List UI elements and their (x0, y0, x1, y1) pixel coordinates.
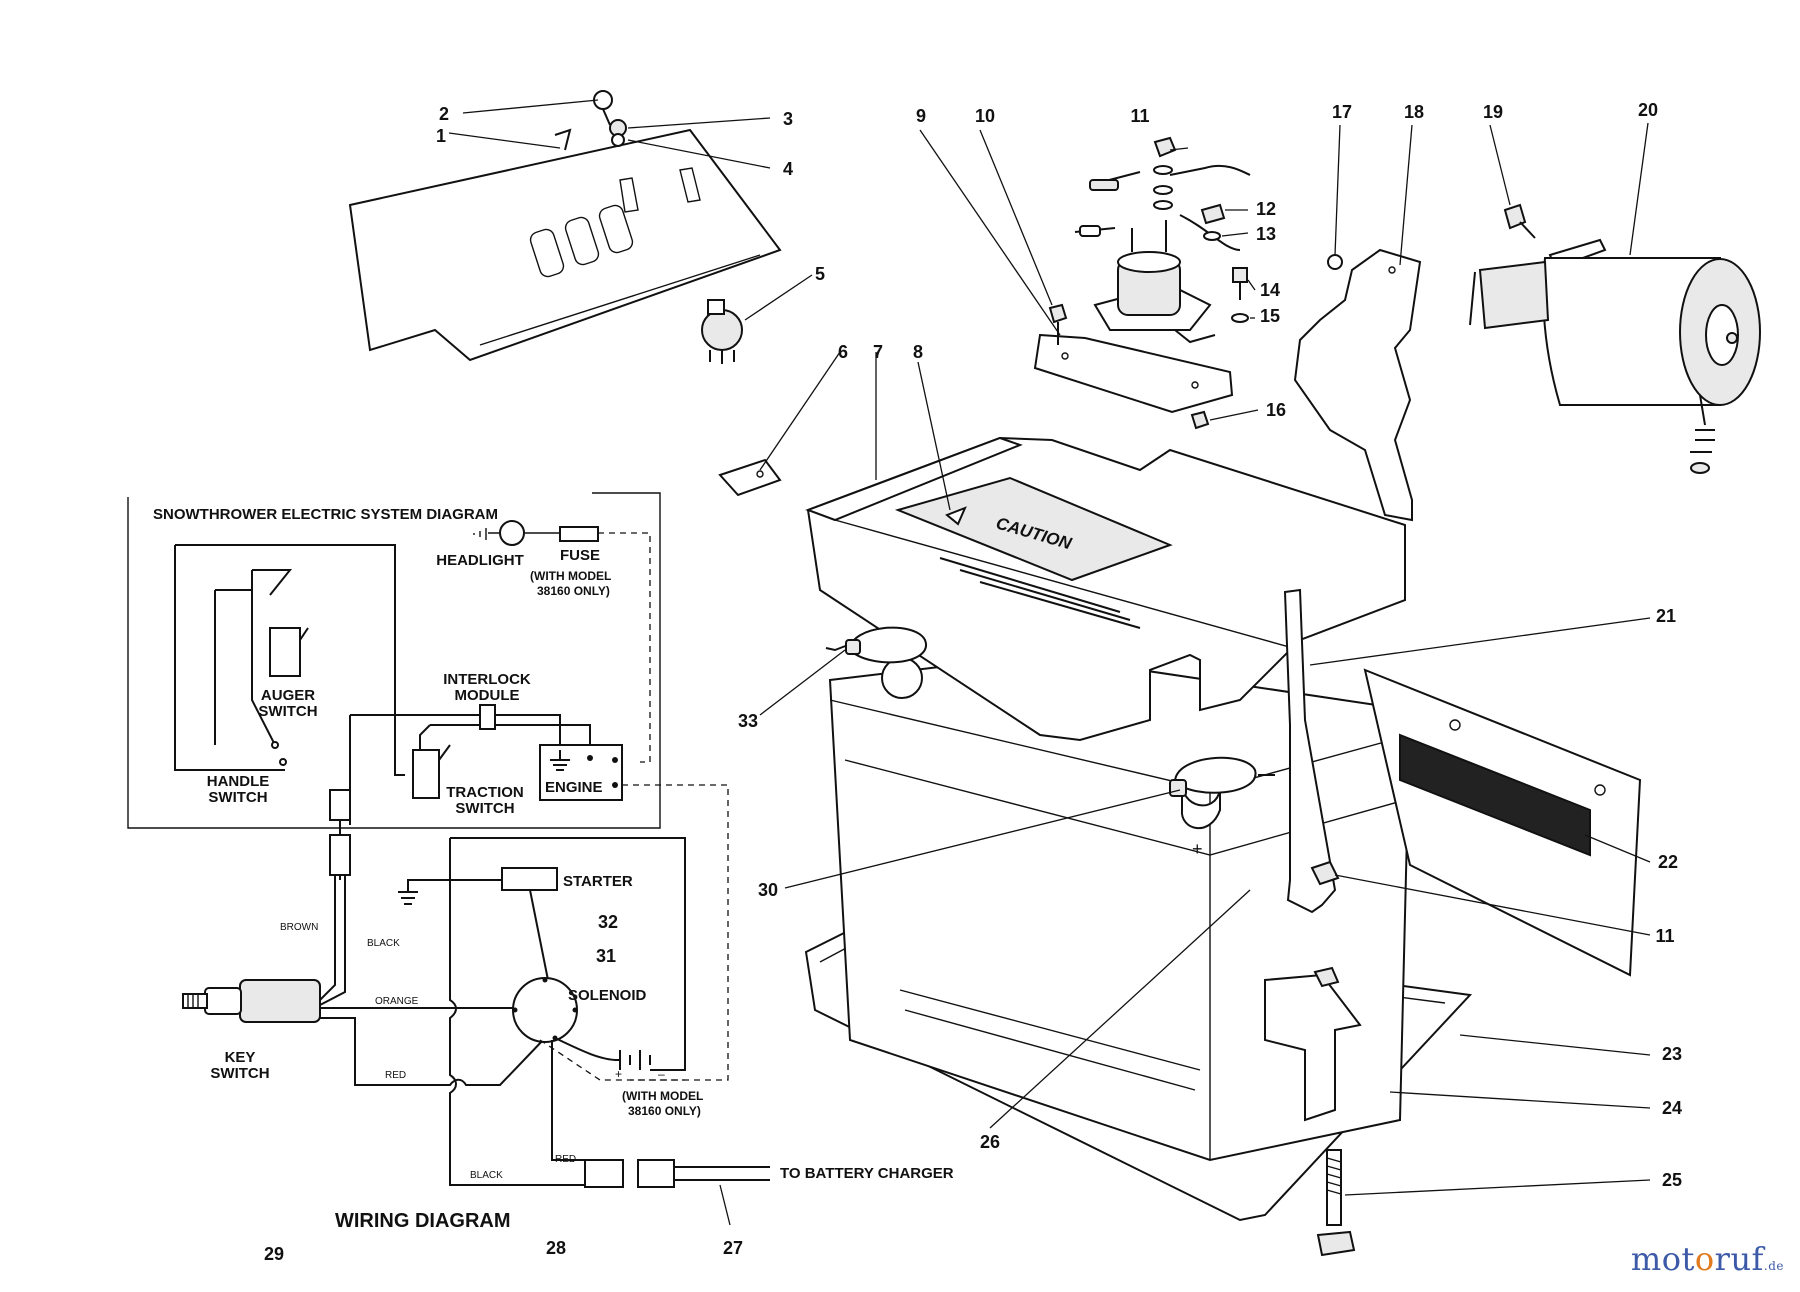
hold-down-strap (1283, 588, 1340, 914)
starter-motor-part (1469, 203, 1761, 474)
callout-30: 30 (758, 880, 778, 900)
starter-label: STARTER (563, 873, 633, 890)
callout-33: 33 (738, 711, 758, 731)
callout-11-right: 11 (1655, 926, 1674, 946)
dash-panel (348, 128, 782, 362)
callout-5: 5 (815, 264, 825, 284)
callout-18: 18 (1404, 102, 1424, 122)
callout-13: 13 (1256, 224, 1276, 244)
callout-15: 15 (1260, 306, 1280, 326)
callout-9: 9 (916, 106, 926, 126)
callout-31: 31 (596, 946, 616, 966)
callout-1: 1 (436, 126, 446, 146)
wire-brown: BROWN (280, 922, 318, 933)
callout-20: 20 (1638, 100, 1658, 120)
battery-note-2: 38160 ONLY) (628, 1104, 701, 1118)
callout-3: 3 (783, 109, 793, 129)
key-switch-label-2: SWITCH (210, 1065, 269, 1082)
callout-10: 10 (975, 106, 995, 126)
callout-29: 29 (264, 1244, 284, 1264)
ignition-key (554, 90, 627, 151)
callout-23: 23 (1662, 1044, 1682, 1064)
bracket-part (1293, 248, 1422, 522)
battery-cables (825, 626, 1275, 797)
wire-red-2: RED (555, 1154, 576, 1165)
callout-14: 14 (1260, 280, 1280, 300)
headlight-label: HEADLIGHT (436, 552, 524, 569)
battery-cover (805, 436, 1406, 742)
loose-clip (718, 458, 782, 497)
traction-label-2: SWITCH (455, 800, 514, 817)
side-panel (1363, 668, 1642, 977)
callout-leaders (448, 99, 1651, 1226)
callout-24: 24 (1662, 1098, 1682, 1118)
wire-black: BLACK (367, 938, 400, 949)
wire-black-2: BLACK (470, 1170, 503, 1181)
key-switch-part (701, 299, 743, 364)
callout-17: 17 (1332, 102, 1352, 122)
callout-12: 12 (1256, 199, 1276, 219)
callout-32: 32 (598, 912, 618, 932)
terminal-hardware (1048, 136, 1251, 430)
solenoid-label: SOLENOID (568, 987, 647, 1004)
battery-note-1: (WITH MODEL (622, 1089, 703, 1103)
callout-16: 16 (1266, 400, 1286, 420)
motoruf-watermark: motoruf.de (1630, 1240, 1784, 1278)
electric-system-diagram: SNOWTHROWER ELECTRIC SYSTEM DIAGRAM HEAD… (127, 492, 729, 1081)
handle-label-1: HANDLE (207, 773, 270, 790)
fuse-note-2: 38160 ONLY) (537, 584, 610, 598)
callout-28: 28 (546, 1238, 566, 1258)
battery-plus-sign: + (615, 1067, 622, 1081)
interlock-label-1: INTERLOCK (443, 671, 531, 688)
auger-switch-label-1: AUGER (261, 687, 315, 704)
solenoid-mount-plate (1033, 333, 1234, 414)
wire-red: RED (385, 1070, 406, 1081)
callout-26: 26 (980, 1132, 1000, 1152)
callout-2: 2 (439, 104, 449, 124)
engine-label: ENGINE (545, 779, 603, 796)
handle-label-2: SWITCH (208, 789, 267, 806)
callout-22: 22 (1658, 852, 1678, 872)
solenoid-part (1093, 220, 1216, 344)
callout-6: 6 (838, 342, 848, 362)
callout-21: 21 (1656, 606, 1676, 626)
callout-numbers: 1 2 3 4 5 6 7 8 9 10 11 12 13 14 15 16 1… (264, 100, 1682, 1264)
fuse-note-1: (WITH MODEL (530, 569, 611, 583)
battery-minus: – (658, 1067, 665, 1081)
wire-orange: ORANGE (375, 996, 419, 1007)
callout-25: 25 (1662, 1170, 1682, 1190)
interlock-label-2: MODULE (455, 687, 520, 704)
key-switch-label-1: KEY (225, 1049, 256, 1066)
to-battery-charger-label: TO BATTERY CHARGER (780, 1165, 954, 1182)
wiring-diagram-title: WIRING DIAGRAM (335, 1210, 511, 1232)
battery-hold-bracket (1264, 966, 1362, 1122)
callout-7: 7 (873, 342, 883, 362)
wiring-diagram: BROWN BLACK KEY SWITCH ORANGE RED STARTE… (182, 837, 954, 1232)
callout-8: 8 (913, 342, 923, 362)
callout-27: 27 (723, 1238, 743, 1258)
traction-label-1: TRACTION (446, 784, 524, 801)
callout-4: 4 (783, 159, 793, 179)
callout-19: 19 (1483, 102, 1503, 122)
mounting-bolt (1316, 1149, 1356, 1257)
battery-plus-mark: + (1192, 839, 1203, 859)
electric-diagram-title: SNOWTHROWER ELECTRIC SYSTEM DIAGRAM (153, 506, 498, 523)
callout-11-top: 11 (1130, 106, 1149, 126)
auger-switch-label-2: SWITCH (258, 703, 317, 720)
fuse-label: FUSE (560, 547, 600, 564)
